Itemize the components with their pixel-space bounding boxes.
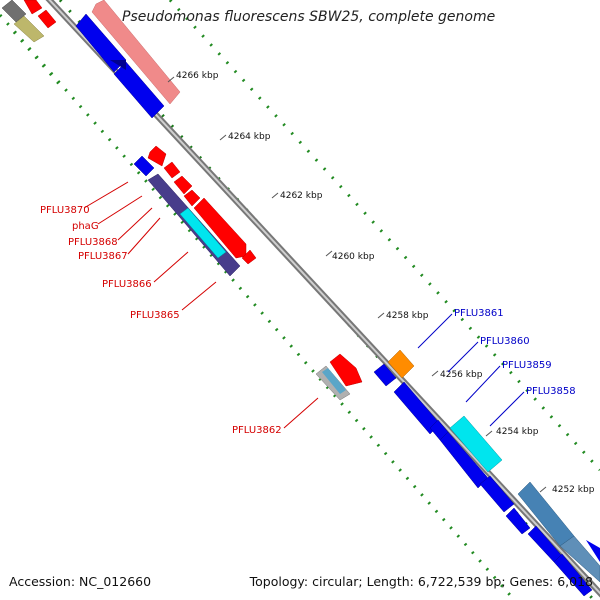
gc-track-inner xyxy=(0,14,512,596)
gene-leaders-left xyxy=(83,181,319,429)
genome-summary: Topology: circular; Length: 6,722,539 bp… xyxy=(249,574,593,589)
gene-labels: PFLU3870 phaG PFLU3868 PFLU3867 PFLU3866… xyxy=(40,205,576,436)
cds-grey-feature[interactable] xyxy=(1,0,27,23)
ruler-tick-label: 4254 kbp xyxy=(496,427,539,437)
cds-blue-feature[interactable] xyxy=(586,540,600,562)
cds-blue-feature[interactable] xyxy=(479,475,515,513)
gene-label[interactable]: PFLU3860 xyxy=(480,336,530,347)
gene-label[interactable]: PFLU3867 xyxy=(78,251,128,262)
gene-label[interactable]: phaG xyxy=(72,221,99,232)
genome-title: Pseudomonas fluorescens SBW25, complete … xyxy=(122,9,496,25)
ruler-tick-label: 4266 kbp xyxy=(176,71,219,81)
ruler-tick-label: 4264 kbp xyxy=(228,132,271,142)
accession-label: Accession: NC_012660 xyxy=(9,574,152,589)
cds-cyan-PFLU3859[interactable] xyxy=(449,415,503,473)
gc-track-far xyxy=(12,31,62,86)
feature-cluster-middle xyxy=(133,145,257,277)
cds-blue-PFLU3870[interactable] xyxy=(133,155,155,177)
cds-red-feature[interactable] xyxy=(37,9,57,29)
gene-label[interactable]: PFLU3859 xyxy=(502,360,552,371)
cds-pink-feature[interactable] xyxy=(91,0,181,105)
ruler-tick-label: 4260 kbp xyxy=(332,252,375,262)
ruler-tick-label: 4252 kbp xyxy=(552,485,595,495)
cds-blue-feature[interactable] xyxy=(505,507,531,535)
gene-label[interactable]: PFLU3861 xyxy=(454,308,504,319)
cds-orange-PFLU3861[interactable] xyxy=(387,349,415,379)
cds-blue-arrow[interactable] xyxy=(110,60,126,70)
cds-red-feature[interactable] xyxy=(23,0,43,15)
cds-teal-stripe[interactable] xyxy=(322,368,346,394)
cds-red-arrow[interactable] xyxy=(329,353,363,387)
gene-label[interactable]: PFLU3868 xyxy=(68,237,118,248)
ruler-tick-label: 4258 kbp xyxy=(386,311,429,321)
cds-blue-feature[interactable] xyxy=(373,363,397,387)
cds-olive-feature[interactable] xyxy=(13,15,45,43)
cds-red-feature[interactable] xyxy=(183,189,201,207)
cds-blue-feature[interactable] xyxy=(553,553,593,597)
gene-label[interactable]: PFLU3866 xyxy=(102,279,152,290)
gene-label[interactable]: PFLU3858 xyxy=(526,386,576,397)
cds-steel-feature[interactable] xyxy=(559,535,600,583)
gene-label[interactable]: PFLU3865 xyxy=(130,310,180,321)
cds-red-feature[interactable] xyxy=(163,161,181,179)
chromosome-backbone xyxy=(45,0,600,598)
gene-label[interactable]: PFLU3870 xyxy=(40,205,90,216)
cds-red-arrow[interactable] xyxy=(147,145,167,167)
cds-red-feature[interactable] xyxy=(173,175,193,195)
feature-band-upper xyxy=(75,0,181,119)
gene-label[interactable]: PFLU3862 xyxy=(232,425,282,436)
cds-red-phaG[interactable] xyxy=(193,197,247,259)
feature-corner-group xyxy=(1,0,57,43)
feature-cluster-right xyxy=(373,349,600,597)
ruler: 4266 kbp 4264 kbp 4262 kbp 4260 kbp 4258… xyxy=(167,71,595,495)
gene-leaders-right xyxy=(417,313,525,427)
cds-red-feature[interactable] xyxy=(241,249,257,265)
feature-cluster-3862 xyxy=(315,353,363,401)
ruler-tick-label: 4256 kbp xyxy=(440,370,483,380)
ruler-tick-label: 4262 kbp xyxy=(280,191,323,201)
cds-cyan-PFLU3867[interactable] xyxy=(179,207,227,259)
